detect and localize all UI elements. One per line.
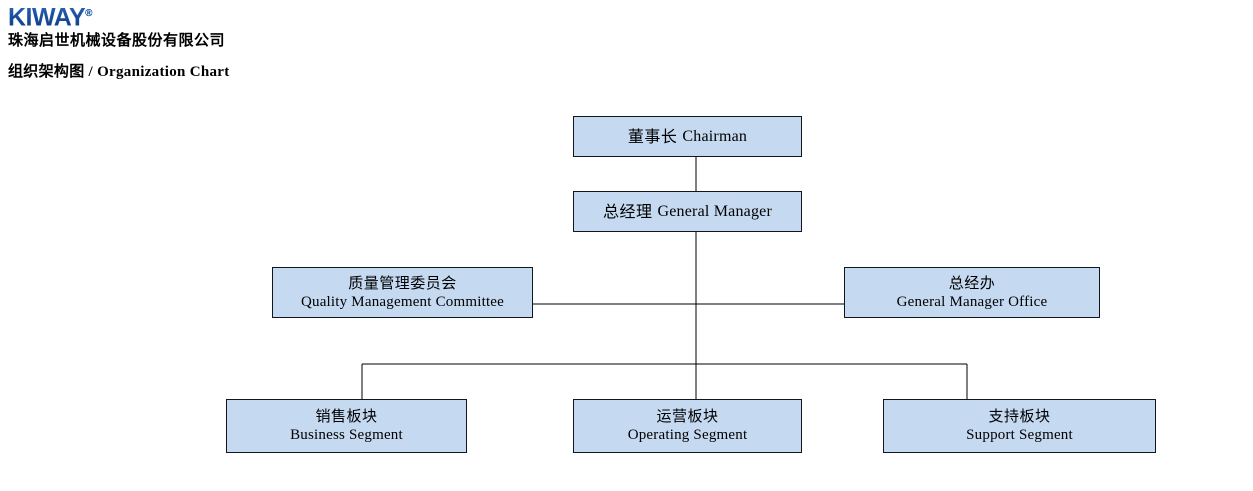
- node-business-segment[interactable]: 销售板块 Business Segment: [226, 399, 467, 453]
- node-general-manager[interactable]: 总经理 General Manager: [573, 191, 802, 232]
- node-general-manager-label-en: General Manager: [657, 202, 772, 220]
- node-quality-management-committee-label-en: Quality Management Committee: [300, 293, 505, 310]
- node-chairman[interactable]: 董事长 Chairman: [573, 116, 802, 157]
- node-general-manager-office-label-en: General Manager Office: [896, 293, 1048, 310]
- node-operating-segment[interactable]: 运营板块 Operating Segment: [573, 399, 802, 453]
- node-chairman-label-cn: 董事长: [627, 126, 678, 146]
- node-general-manager-label-cn: 总经理: [602, 201, 653, 221]
- node-operating-segment-label-cn: 运营板块: [656, 407, 719, 426]
- node-general-manager-office-label-cn: 总经办: [948, 273, 996, 292]
- node-quality-management-committee-label-cn: 质量管理委员会: [348, 273, 457, 292]
- kiway-logo: KIWAY®: [8, 1, 92, 30]
- node-chairman-label-en: Chairman: [682, 127, 748, 145]
- company-name: 珠海启世机械设备股份有限公司: [8, 33, 226, 49]
- node-general-manager-office[interactable]: 总经办 General Manager Office: [844, 267, 1100, 318]
- node-business-segment-label-en: Business Segment: [290, 427, 403, 443]
- node-operating-segment-label-en: Operating Segment: [627, 427, 748, 443]
- registered-trademark-icon: ®: [85, 8, 93, 19]
- node-business-segment-label-cn: 销售板块: [315, 407, 378, 426]
- node-support-segment-label-en: Support Segment: [966, 427, 1073, 443]
- node-support-segment-label-cn: 支持板块: [988, 407, 1051, 426]
- node-support-segment[interactable]: 支持板块 Support Segment: [883, 399, 1156, 453]
- node-quality-management-committee[interactable]: 质量管理委员会 Quality Management Committee: [272, 267, 533, 318]
- page-title: 组织架构图 / Organization Chart: [8, 64, 230, 80]
